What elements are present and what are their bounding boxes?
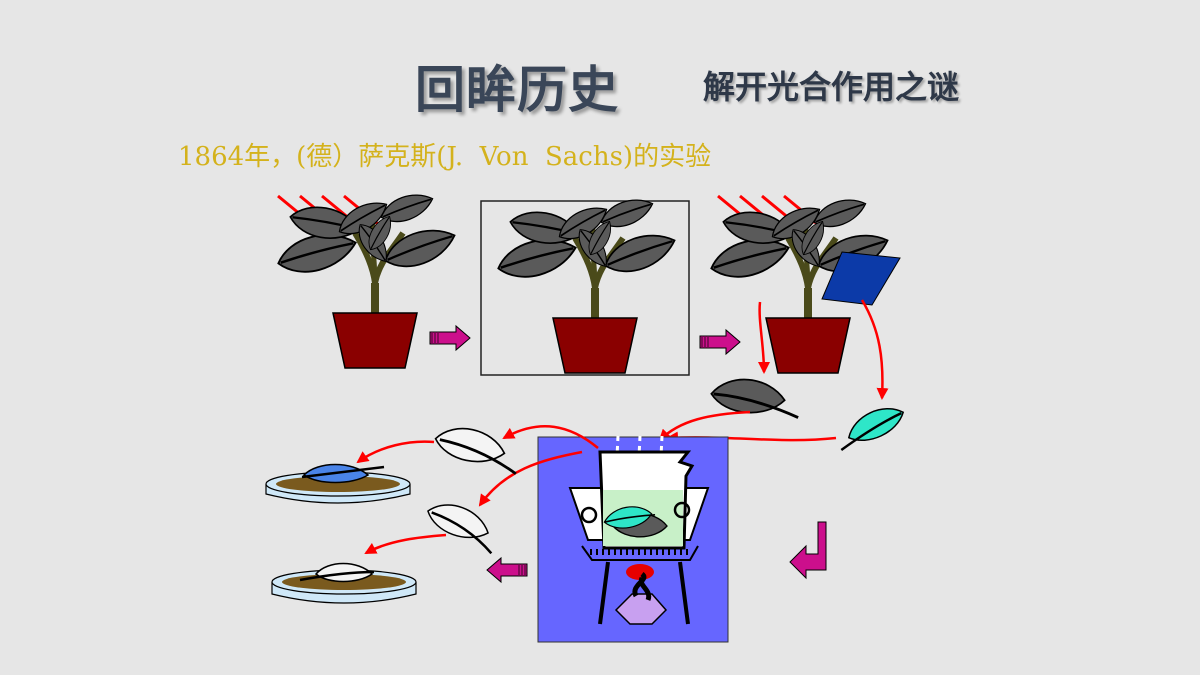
step-arrow-icon	[429, 325, 471, 351]
leaf-icon	[427, 504, 493, 555]
flow-arrow	[478, 450, 583, 507]
foil-cover-icon	[821, 251, 901, 306]
slide-subtitle: 解开光合作用之谜	[703, 68, 960, 106]
petri-dish-icon	[271, 562, 417, 604]
flow-arrow	[658, 410, 751, 442]
petri-dish-icon	[265, 463, 411, 504]
water-bath-icon	[537, 435, 729, 643]
alcohol-lamp-icon	[614, 572, 668, 625]
experiment-caption: 1864年，(德）萨克斯(J. Von Sachs)的实验	[178, 142, 712, 172]
flow-arrow	[757, 301, 770, 374]
step-arrow-icon	[486, 557, 528, 583]
flow-arrow	[364, 533, 447, 555]
flowerpot-icon	[552, 317, 638, 374]
leaf-icon	[840, 408, 905, 452]
slide-title: 回眸历史	[415, 61, 619, 119]
flow-arrow	[860, 299, 889, 400]
step-arrow-icon	[789, 521, 827, 580]
flowerpot-icon	[765, 317, 851, 374]
leaf-icon	[434, 427, 517, 475]
step2-plant-in-dark	[480, 193, 690, 376]
step-arrow-icon	[699, 329, 741, 355]
plant-icon	[274, 188, 460, 313]
leaf-icon	[301, 463, 385, 484]
flow-arrow	[356, 440, 435, 464]
step3-partial-cover	[707, 193, 901, 374]
leaf-icon	[710, 378, 799, 419]
flow-arrow	[502, 425, 599, 449]
leaf-icon	[299, 562, 375, 583]
flowerpot-icon	[332, 312, 418, 369]
